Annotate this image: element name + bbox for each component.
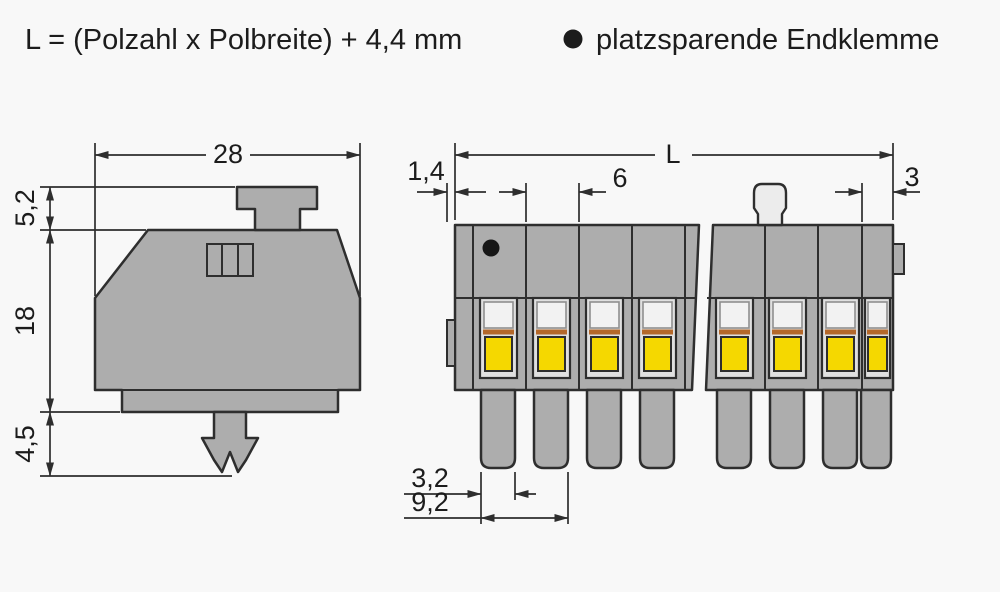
mounting-foot (532, 388, 570, 470)
mounting-foot (768, 388, 806, 470)
mounting-foot (821, 388, 859, 470)
marking-field (206, 243, 254, 277)
clamp-window (769, 298, 806, 378)
clamp-window (480, 298, 517, 378)
clamp-window (586, 298, 623, 378)
feature-marker-dot (482, 239, 500, 257)
dim-label-pole-pitch: 6 (612, 163, 627, 193)
header: L = (Polzahl x Polbreite) + 4,4 mm platz… (25, 24, 939, 56)
dim-total-length-L: L (454, 139, 894, 220)
clamp-spring-button (867, 336, 888, 372)
dim-end-offset-1-4: 1,4 (407, 156, 486, 222)
dim-label-foot-span: 9,2 (411, 487, 449, 517)
dim-label-tab-height: 5,2 (10, 189, 40, 227)
mounting-foot (585, 388, 623, 470)
dim-body-height-18: 18 (10, 229, 120, 413)
dim-foot-height-4-5: 4,5 (10, 411, 232, 477)
bullet-icon (563, 29, 583, 49)
clamp-window (533, 298, 570, 378)
clamp-window (716, 298, 753, 378)
dim-label-total-length: L (665, 139, 680, 169)
housing-profile (93, 228, 362, 414)
dim-label-foot-width: 3,2 (411, 463, 449, 493)
clamp-window (822, 298, 859, 378)
snap-in-foot (200, 410, 260, 474)
dim-label-foot-height: 4,5 (10, 425, 40, 463)
end-plate-lip (446, 319, 456, 367)
dim-label-end-offset: 1,4 (407, 156, 445, 186)
mounting-foot (479, 388, 517, 470)
dim-pole-pitch-6: 6 (499, 163, 628, 222)
end-clamp-window (863, 296, 892, 380)
formula-text: L = (Polzahl x Polbreite) + 4,4 mm (25, 24, 462, 56)
wire-entry-slot (867, 301, 888, 329)
release-tab (752, 182, 788, 227)
front-view: 28 5,2 18 4,5 (10, 139, 362, 477)
locking-tab (235, 185, 319, 232)
dim-width-28: 28 (94, 139, 361, 296)
dim-foot-spacing: 3,2 9,2 (404, 463, 569, 524)
side-view: L 1,4 6 3 (404, 139, 920, 524)
dim-label-body-height: 18 (10, 306, 40, 336)
dim-end-clamp-3: 3 (835, 162, 920, 222)
feature-note-text: platzsparende Endklemme (596, 24, 939, 56)
dim-tab-height-5-2: 5,2 (10, 186, 235, 231)
dim-label-end-clamp: 3 (904, 162, 919, 192)
mounting-foot (638, 388, 676, 470)
mounting-foot (859, 388, 893, 470)
end-stop-lug (892, 243, 905, 275)
clamp-window (639, 298, 676, 378)
mounting-foot (715, 388, 753, 470)
dim-label-width: 28 (213, 139, 243, 169)
